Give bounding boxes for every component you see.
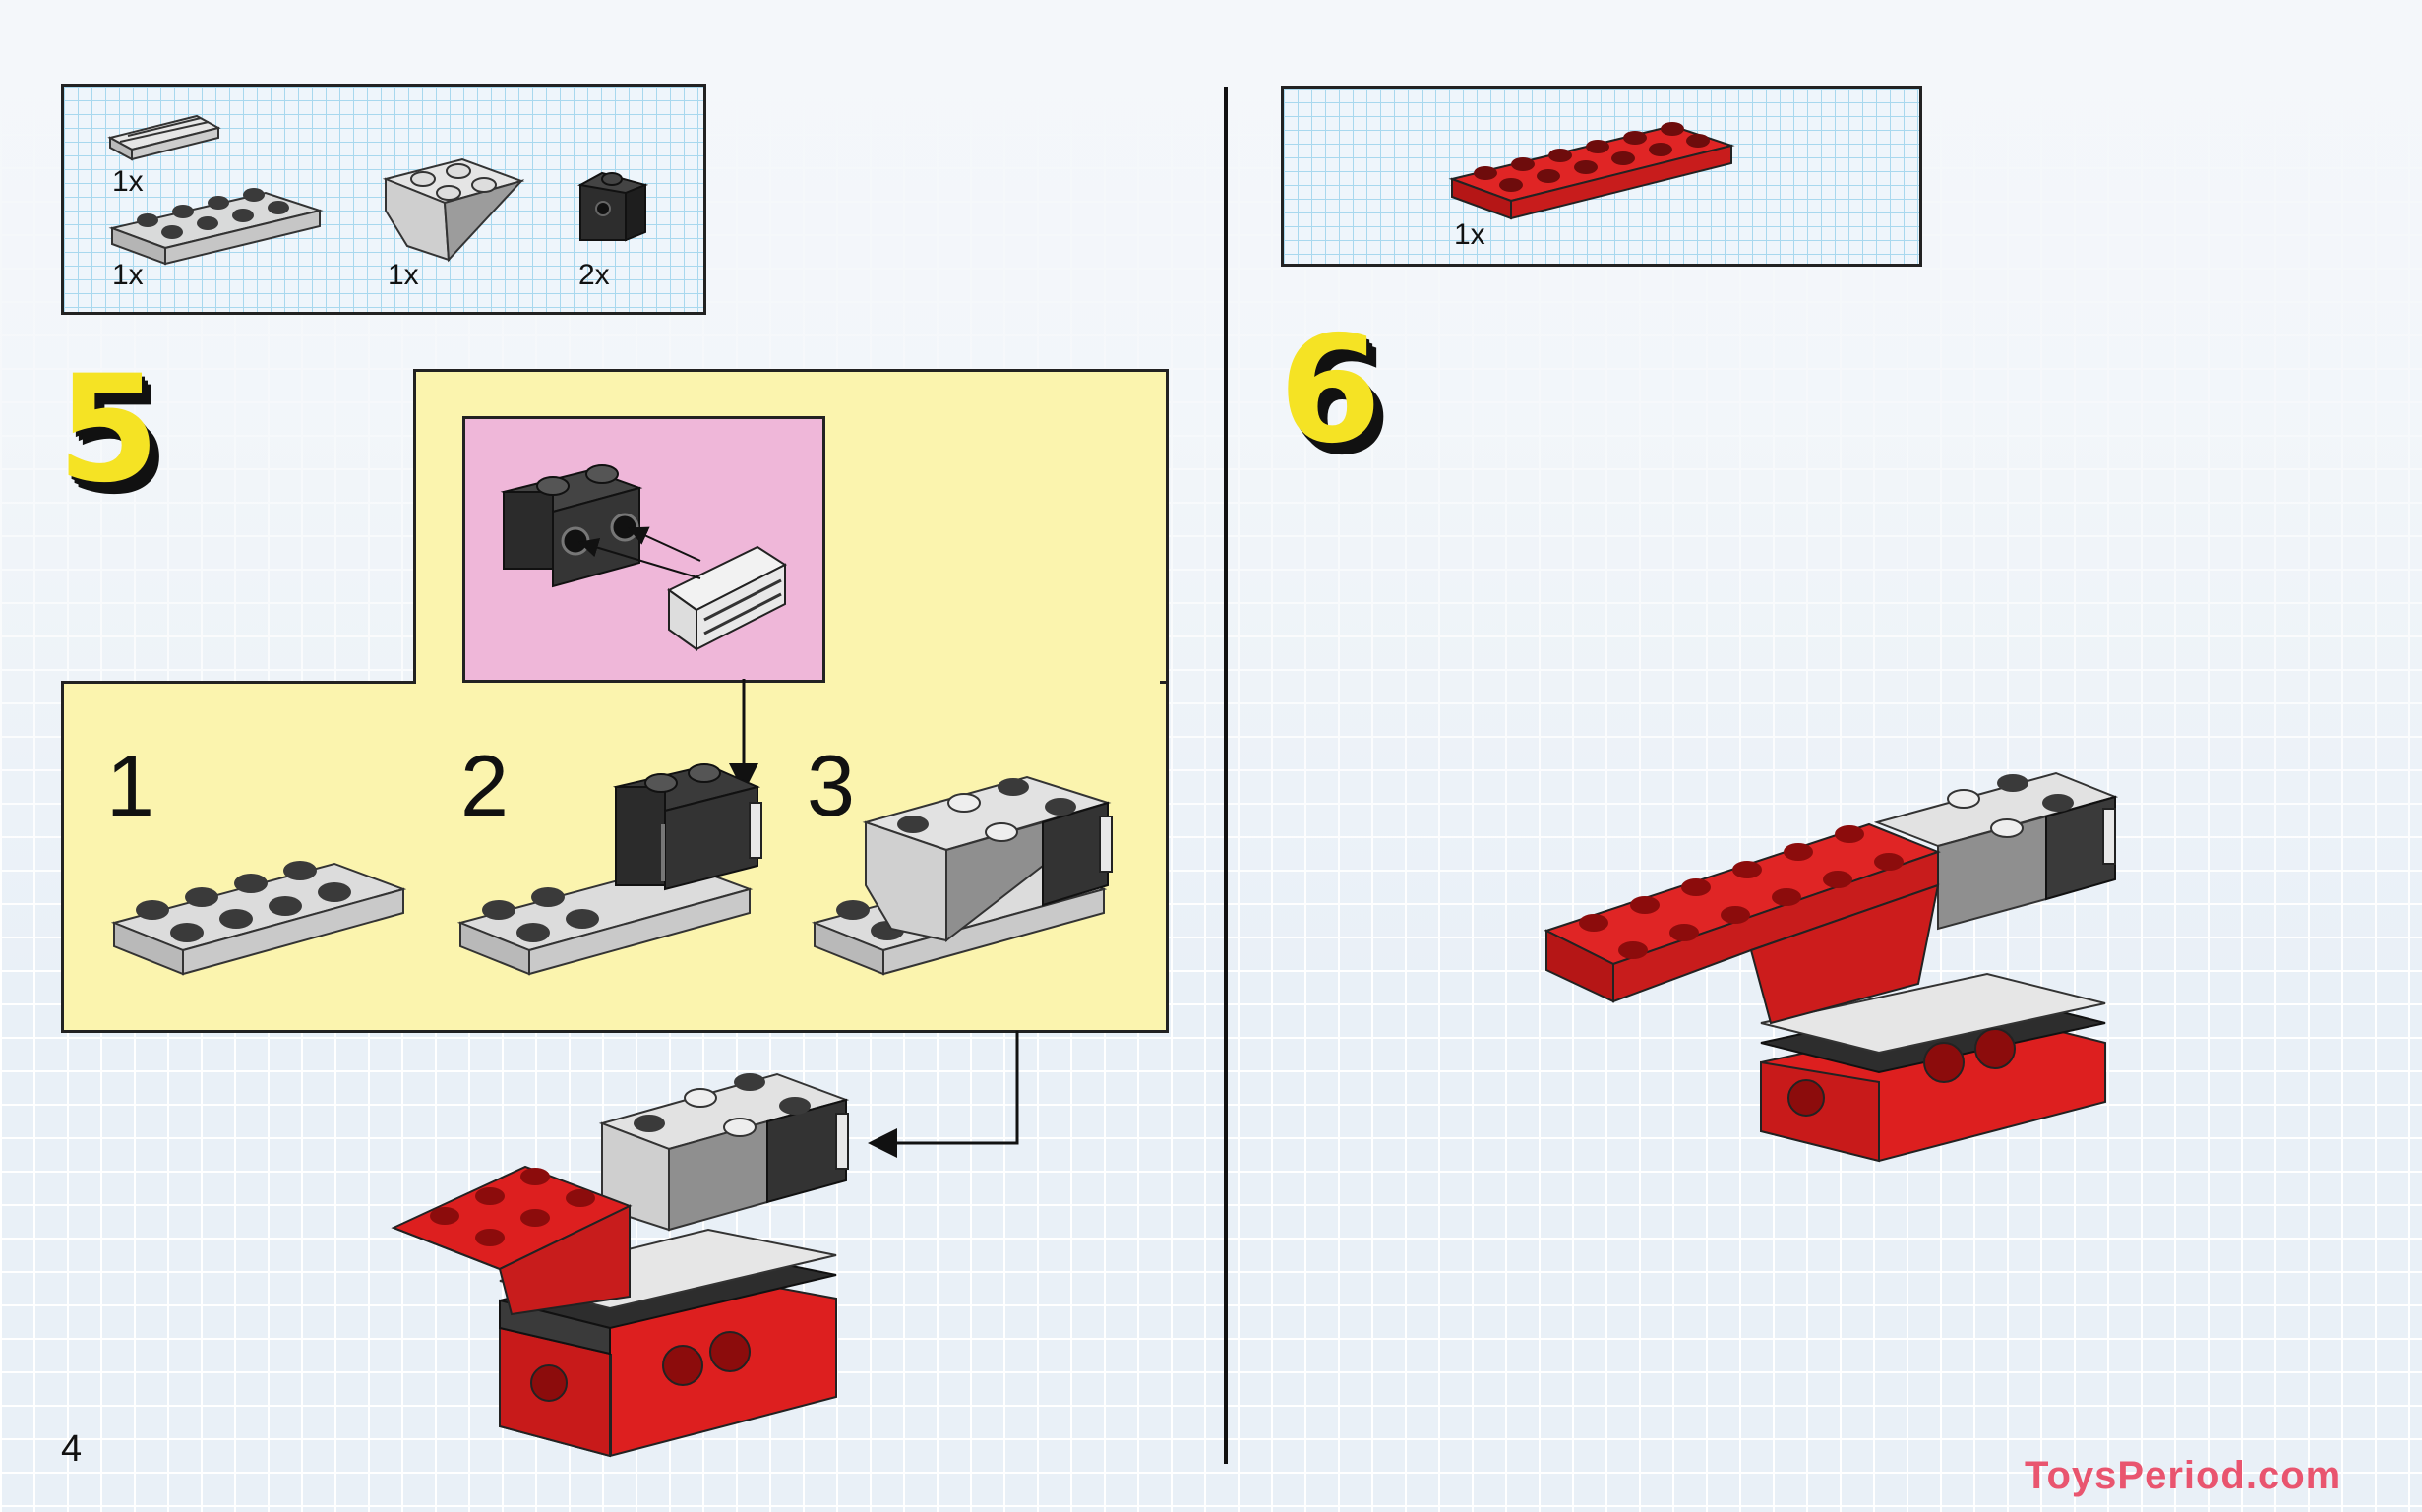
bracket-detail-icon <box>500 464 788 651</box>
part-qty: 2x <box>578 259 610 291</box>
step-number: 6 <box>1279 305 1382 476</box>
substep-number: 1 <box>106 737 154 834</box>
grille-tile-icon <box>107 114 221 161</box>
watermark: ToysPeriod.com <box>2025 1454 2342 1497</box>
red-plate-icon <box>1448 122 1735 220</box>
part-qty: 1x <box>112 259 144 291</box>
step5-model <box>391 1072 850 1458</box>
substep-number: 2 <box>460 737 509 834</box>
part-qty: 1x <box>112 165 144 198</box>
step6-model <box>1544 771 2119 1163</box>
panel-join <box>416 679 1160 689</box>
substep1-plate <box>110 861 407 976</box>
substep-number: 3 <box>807 737 855 834</box>
page-number: 4 <box>61 1428 83 1470</box>
arrow-icon <box>868 1031 1019 1158</box>
part-qty: 1x <box>388 259 419 291</box>
gray-plate-icon <box>108 188 324 266</box>
page-divider <box>1224 87 1228 1464</box>
step-number: 5 <box>57 344 160 515</box>
part-qty: 1x <box>1454 218 1485 251</box>
substep3-assembly <box>811 775 1113 976</box>
gray-slope-icon <box>382 157 525 263</box>
substep2-assembly <box>456 763 762 976</box>
black-bracket-icon <box>577 171 649 242</box>
